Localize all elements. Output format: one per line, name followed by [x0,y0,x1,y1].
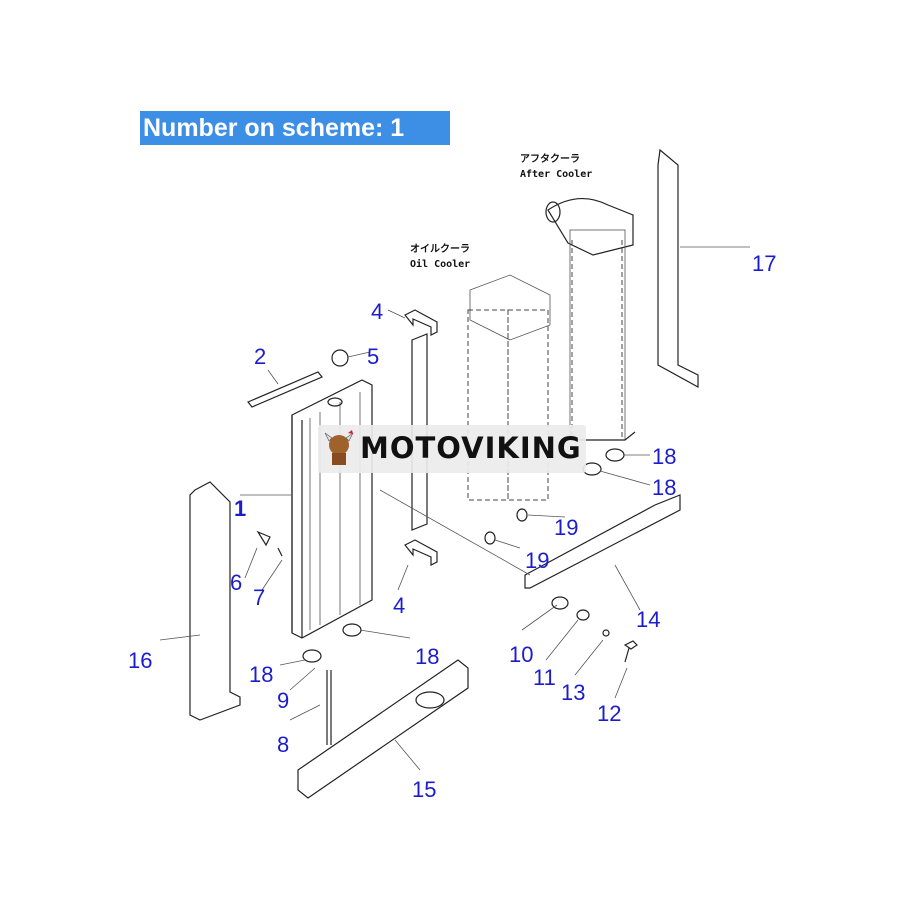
callout-7: 7 [253,585,265,610]
callout-19: 19 [554,515,578,540]
bracket-14 [524,494,681,589]
part-4-top [404,309,438,336]
callout-15: 15 [412,777,436,802]
callout-8: 8 [277,732,289,757]
callout-17: 17 [752,251,776,276]
callout-16: 16 [128,648,152,673]
scheme-number-banner: Number on scheme: 1 [140,111,450,145]
part-4-bottom [404,539,438,566]
callout-1: 1 [234,496,246,521]
callout-4: 4 [393,593,405,618]
callout-18: 18 [652,444,676,469]
part-5-cap [331,349,349,367]
watermark: MOTOVIKING [318,425,586,473]
callout-9: 9 [277,688,289,713]
watermark-text: MOTOVIKING [360,431,582,465]
bracket-16 [189,481,241,721]
oil-cooler-en-label: Oil Cooler [410,258,470,270]
after-cooler: アフタクーラ After Cooler [520,153,636,441]
callout-14: 14 [636,607,660,632]
bracket-17 [657,148,699,389]
callout-18: 18 [249,662,273,687]
callout-2: 2 [254,344,266,369]
leader-lines [159,246,750,771]
after-cooler-en-label: After Cooler [520,169,592,180]
callout-13: 13 [561,680,585,705]
callout-10: 10 [509,642,533,667]
viking-mascot-icon [324,430,354,465]
callout-4: 4 [371,299,383,324]
radiator [291,379,373,639]
pin-8 [326,670,332,745]
callout-18: 18 [652,475,676,500]
bracket-15 [297,659,469,799]
callout-18: 18 [415,644,439,669]
callout-5: 5 [367,344,379,369]
oil-cooler: オイルクーラ Oil Cooler [410,243,551,501]
after-cooler-jp-label: アフタクーラ [520,153,580,165]
callout-11: 11 [533,665,556,690]
callout-6: 6 [230,570,242,595]
callout-12: 12 [597,701,621,726]
oil-cooler-jp-label: オイルクーラ [410,243,470,255]
part-2 [247,371,323,408]
callout-19: 19 [525,548,549,573]
